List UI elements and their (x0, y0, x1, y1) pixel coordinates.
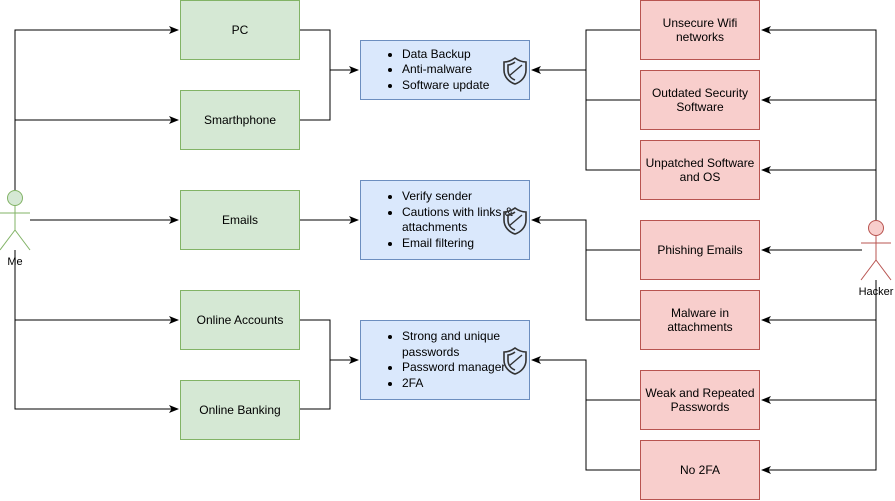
defense-group-2[interactable]: Verify sender Cautions with links & atta… (360, 180, 530, 260)
edge-phishing-defense2 (531, 216, 640, 251)
device-online-banking-label: Online Banking (199, 403, 281, 417)
edge-malware-defense2 (585, 250, 640, 321)
defense-item: Software update (402, 78, 489, 94)
shield-icon (503, 207, 527, 235)
shield-icon (503, 347, 527, 375)
defense-item: Strong and unique passwords (402, 329, 502, 360)
threat-unpatched[interactable]: Unpatched Software and OS (640, 140, 760, 200)
edge-smartphone-defense1 (300, 70, 331, 121)
edge-pc-defense1 (300, 29, 359, 74)
edge-weak-defense3 (531, 356, 640, 401)
edge-unpatched-defense1 (585, 30, 640, 171)
edge-hacker-wifi (761, 26, 877, 220)
threat-no-2fa-label: No 2FA (679, 463, 721, 477)
threat-no-2fa[interactable]: No 2FA (640, 440, 760, 500)
threat-malware[interactable]: Malware in attachments (640, 290, 760, 350)
edge-me-pc (14, 26, 179, 190)
defense-item: Cautions with links & attachments (402, 205, 514, 236)
threat-phishing[interactable]: Phishing Emails (640, 220, 760, 280)
defense-group-1[interactable]: Data Backup Anti-malware Software update (360, 40, 530, 100)
threat-malware-label: Malware in attachments (667, 306, 733, 334)
threat-weak-passwords-label: Weak and Repeated Passwords (645, 386, 755, 414)
threat-unsecure-wifi-label: Unsecure Wifi networks (662, 16, 738, 44)
device-online-accounts[interactable]: Online Accounts (180, 290, 300, 350)
device-smartphone-label: Smarthphone (203, 113, 277, 127)
hacker-actor-icon (860, 220, 892, 281)
defense-item: 2FA (402, 376, 505, 392)
threat-outdated-security[interactable]: Outdated Security Software (640, 70, 760, 130)
shield-icon (503, 57, 527, 85)
threat-unpatched-label: Unpatched Software and OS (645, 156, 755, 184)
device-emails[interactable]: Emails (180, 190, 300, 250)
defense-item: Verify sender (402, 189, 514, 205)
defense-list-2: Verify sender Cautions with links & atta… (361, 189, 514, 251)
edge-hacker-malware (761, 280, 877, 474)
defense-item: Password manager (402, 360, 505, 376)
threat-weak-passwords[interactable]: Weak and Repeated Passwords (640, 370, 760, 430)
device-online-banking[interactable]: Online Banking (180, 380, 300, 440)
defense-item: Email filtering (402, 236, 514, 252)
device-pc[interactable]: PC (180, 0, 300, 60)
threat-phishing-label: Phishing Emails (657, 243, 743, 257)
threat-unsecure-wifi[interactable]: Unsecure Wifi networks (640, 0, 760, 60)
device-online-accounts-label: Online Accounts (196, 313, 284, 327)
edge-no2fa-defense3 (585, 400, 640, 471)
edge-me-online-accounts (14, 250, 179, 324)
device-emails-label: Emails (221, 213, 258, 227)
device-pc-label: PC (231, 23, 249, 37)
threat-outdated-security-label: Outdated Security Software (651, 86, 749, 114)
hacker-label: Hacker (858, 286, 894, 298)
me-label: Me (7, 256, 23, 268)
edge-me-online-banking (14, 320, 179, 413)
edge-banking-defense3 (300, 360, 331, 410)
defense-list-3: Strong and unique passwords Password man… (361, 329, 505, 391)
device-smartphone[interactable]: Smarthphone (180, 90, 300, 150)
edge-accounts-defense3 (300, 319, 359, 364)
defense-list-1: Data Backup Anti-malware Software update (361, 47, 489, 94)
me-actor-icon (0, 190, 31, 251)
defense-item: Anti-malware (402, 62, 489, 78)
defense-item: Data Backup (402, 47, 489, 63)
defense-group-3[interactable]: Strong and unique passwords Password man… (360, 320, 530, 400)
